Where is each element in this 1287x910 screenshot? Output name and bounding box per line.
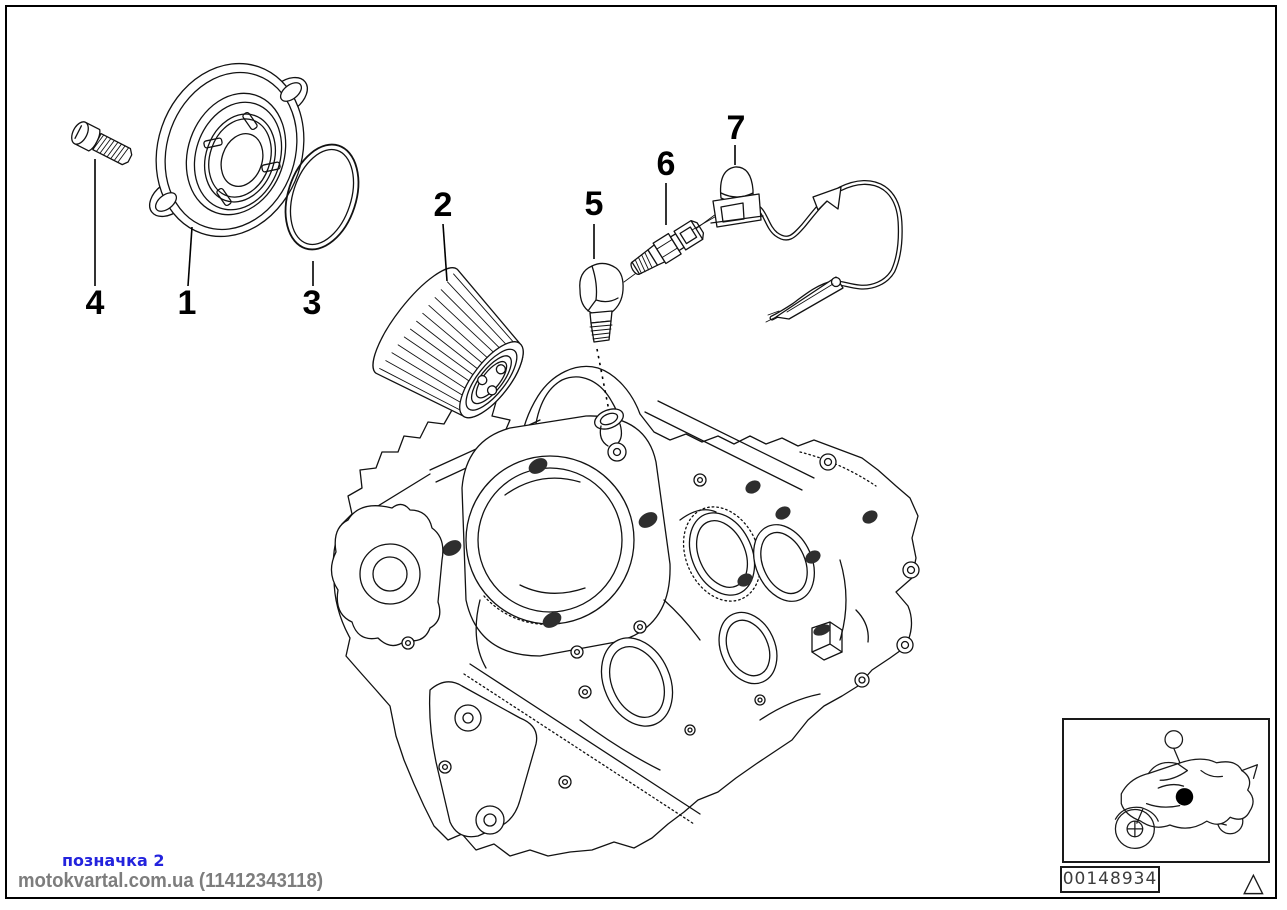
callout-2[interactable]: 2 [433,186,453,224]
bolt-part-drawing [71,121,133,166]
oil-pressure-switch-drawing [630,220,705,276]
site-credit: motokvartal.com.ua (11412343118) [18,870,324,892]
callout-leader-lines [94,145,736,287]
callout-7[interactable]: 7 [726,109,746,147]
oil-filter-element-drawing [372,267,524,419]
callout-3[interactable]: 3 [302,284,322,322]
diagram-number-box: 00148934 [1060,866,1160,893]
page-border [5,5,1277,899]
engine-crankcase-drawing [330,365,920,857]
o-ring-drawing [284,143,360,251]
protection-cap-cable-drawing [691,166,903,323]
callout-6[interactable]: 6 [656,145,676,183]
note-link[interactable]: позначка 2 [62,851,165,870]
callout-4[interactable]: 4 [85,284,105,322]
diagram-number: 00148934 [1062,869,1158,889]
motorcycle-icon [1114,730,1259,849]
callout-1[interactable]: 1 [177,284,197,322]
model-thumbnail-box[interactable] [1062,718,1270,863]
up-triangle-icon[interactable]: △ [1243,867,1264,898]
screw-plug-drawing [579,262,624,343]
oil-filter-cover-drawing [149,62,308,238]
callout-5[interactable]: 5 [584,185,604,223]
